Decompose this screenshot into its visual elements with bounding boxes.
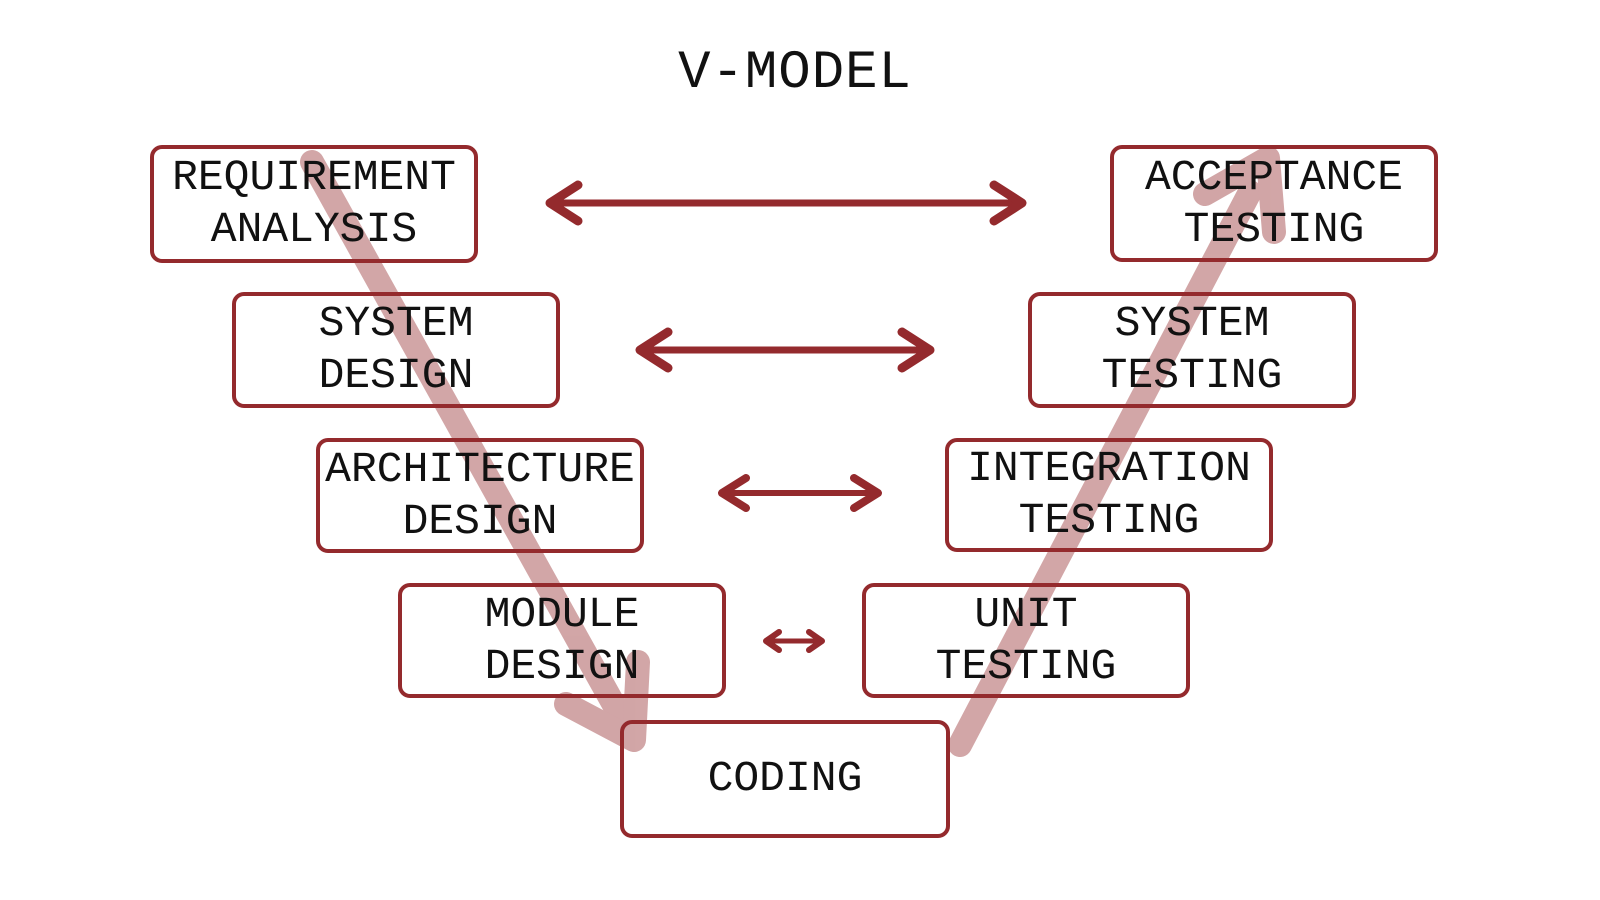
arrowhead-left-icon (545, 180, 583, 226)
acceptance-testing-label: ACCEPTANCE TESTING (1144, 152, 1404, 254)
unit-testing-label: UNIT TESTING (935, 589, 1117, 691)
arrowhead-right-icon (806, 629, 825, 653)
coding-label: CODING (707, 754, 863, 804)
verification-flow-arrow (300, 150, 650, 752)
integration-testing-box (945, 438, 1273, 552)
system-design-box (232, 292, 560, 408)
arrowhead-left-icon (763, 629, 782, 653)
arrowhead-left-icon (718, 474, 750, 512)
requirement-analysis-box (150, 145, 478, 263)
unit-testing-box (862, 583, 1190, 698)
module-design-label: MODULE DESIGN (484, 589, 640, 691)
verification-arrow-shaft (300, 150, 630, 724)
validation-arrow-shaft (948, 180, 1262, 757)
requirement-acceptance-arrow (545, 180, 1027, 226)
architecture-design-label: ARCHITECTURE DESIGN (325, 444, 635, 546)
diagram-title: V-MODEL (678, 43, 912, 104)
module-design-box (398, 583, 726, 698)
requirement-analysis-label: REQUIREMENT ANALYSIS (172, 153, 456, 254)
acceptance-testing-box (1110, 145, 1438, 262)
architecture-integration-arrow (718, 474, 882, 512)
verification-arrowhead-icon (554, 650, 650, 752)
validation-flow-arrow (948, 146, 1286, 757)
validation-arrowhead-icon (1193, 146, 1286, 244)
system-design-label: SYSTEM DESIGN (318, 299, 474, 400)
arrowhead-left-icon (635, 327, 673, 373)
system-design-testing-arrow (635, 327, 935, 373)
module-unit-arrow (763, 629, 825, 653)
system-testing-box (1028, 292, 1356, 408)
arrowhead-right-icon (989, 180, 1027, 226)
arrowhead-right-icon (850, 474, 882, 512)
architecture-design-box (316, 438, 644, 553)
coding-box (620, 720, 950, 838)
system-testing-label: SYSTEM TESTING (1101, 299, 1283, 400)
arrowhead-right-icon (897, 327, 935, 373)
integration-testing-label: INTEGRATION TESTING (967, 444, 1251, 545)
